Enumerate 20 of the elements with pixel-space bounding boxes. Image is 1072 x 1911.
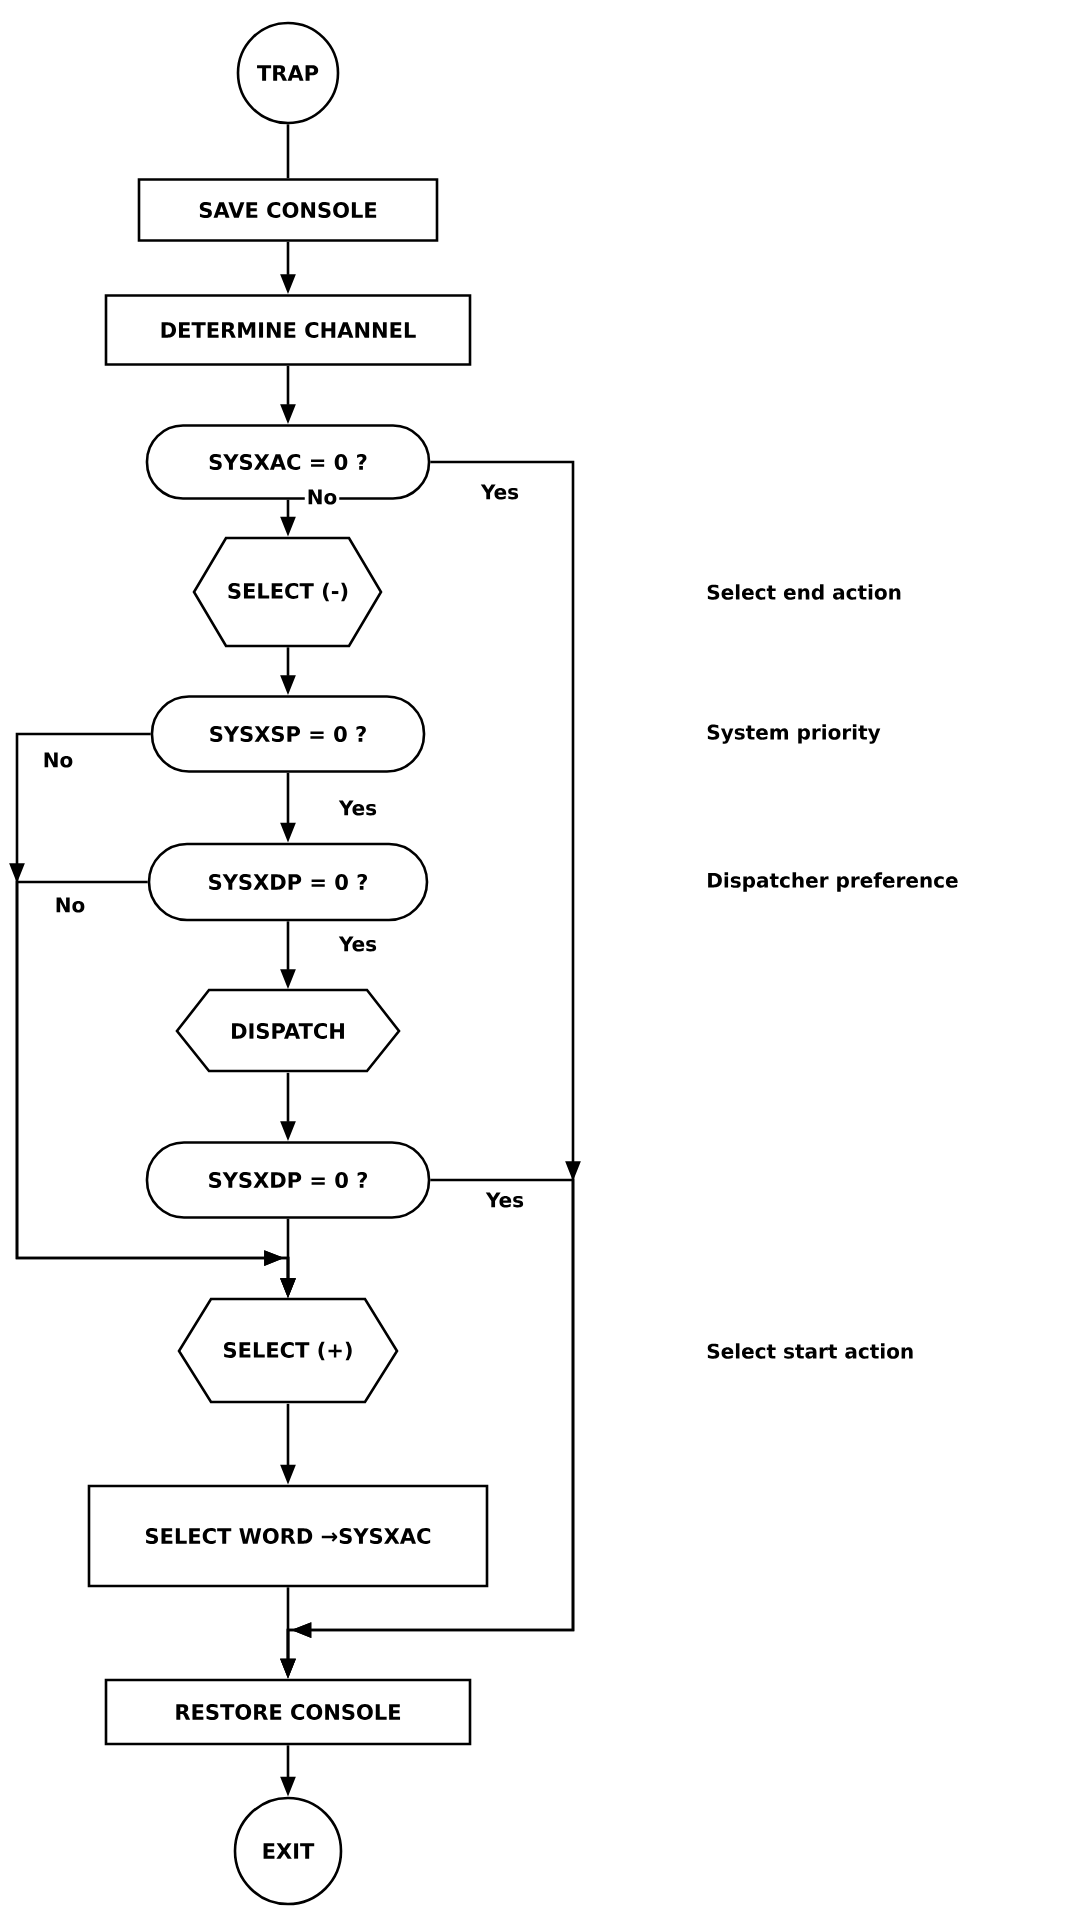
edge-label: Yes: [338, 800, 377, 816]
edge-label: Yes: [485, 1192, 524, 1208]
decision-box: SYSXDP = 0 ?: [147, 842, 429, 922]
edge-label: Yes: [338, 936, 377, 952]
process-box: DETERMINE CHANNEL: [104, 294, 472, 366]
edge-label: Yes: [480, 484, 519, 500]
side-note: Select end action: [707, 584, 901, 600]
edge-label: No: [44, 752, 73, 768]
process-box: SELECT WORD →SYSXAC: [87, 1484, 489, 1588]
side-note: System priority: [707, 724, 881, 744]
process-box: RESTORE CONSOLE: [104, 1678, 472, 1746]
decision-box: SYSXDP = 0 ?: [145, 1141, 431, 1219]
edge-label: No: [56, 897, 85, 913]
side-note: Select start action: [707, 1343, 913, 1359]
side-note: Dispatcher preference: [708, 872, 958, 892]
decision-box: SYSXSP = 0 ?: [150, 695, 426, 773]
process-box: SAVE CONSOLE: [137, 178, 439, 242]
preparation-hexagon: SELECT (-): [192, 536, 383, 648]
preparation-hexagon: SELECT (+): [177, 1297, 399, 1404]
preparation-hexagon: DISPATCH: [175, 988, 401, 1073]
